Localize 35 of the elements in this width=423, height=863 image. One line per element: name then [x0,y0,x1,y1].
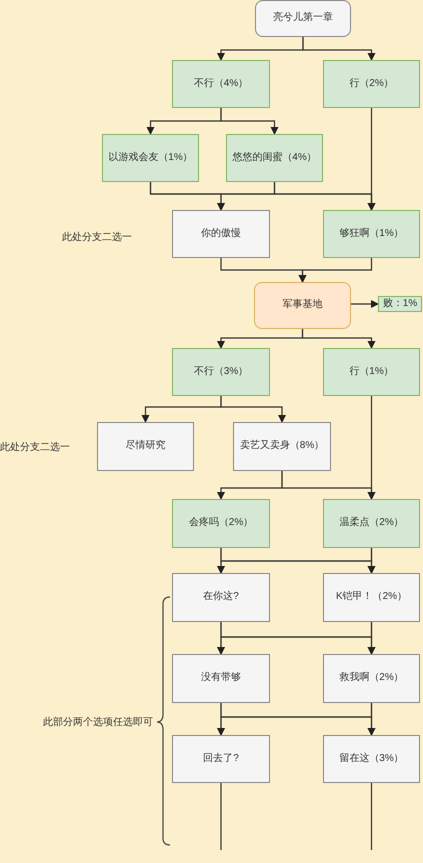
arrow [351,300,379,308]
process-box: K铠甲！（2%） [323,573,420,622]
process-box: 留在这（3%） [323,735,420,783]
process-box: 行（2%） [323,60,420,108]
arrow [368,396,376,500]
process-box: 你的傲慢 [172,210,270,258]
process-box: 没有带够 [172,654,270,703]
process-box: 会疼吗（2%） [172,499,270,548]
process-box: 在你这? [172,573,270,622]
process-box: 悠悠的闺蜜（4%） [226,134,323,182]
process-box: 卖艺又卖身（8%） [233,422,331,471]
arrow [220,396,286,423]
arrow [368,108,376,211]
process-box: 不行（3%） [172,348,270,396]
arrow [302,37,376,61]
process-box: 尽情研究 [97,422,194,471]
arrow [368,548,376,574]
arrow [298,258,372,283]
process-box: 救我啊（2%） [323,654,420,703]
process-box: 够狂啊（1%） [323,210,420,258]
process-box: 以游戏会友（1%） [102,134,199,182]
arrow [302,329,376,349]
note-text: 此处分支二选一 [0,440,70,455]
process-box: 行（1%） [323,348,420,396]
note-text: 此部分两个选项任选即可 [43,716,153,730]
process-box: 败：1% [378,296,422,312]
arrow [368,703,376,736]
process-box: 温柔点（2%） [323,499,420,548]
arrow [368,622,376,655]
note-text: 此处分支二选一 [62,230,132,245]
rounded-box: 亮兮儿第一章 [255,0,351,37]
arrow [220,108,278,135]
process-box: 不行（4%） [172,60,270,108]
rounded-box: 军事基地 [254,282,351,329]
process-box: 回去了? [172,735,270,783]
